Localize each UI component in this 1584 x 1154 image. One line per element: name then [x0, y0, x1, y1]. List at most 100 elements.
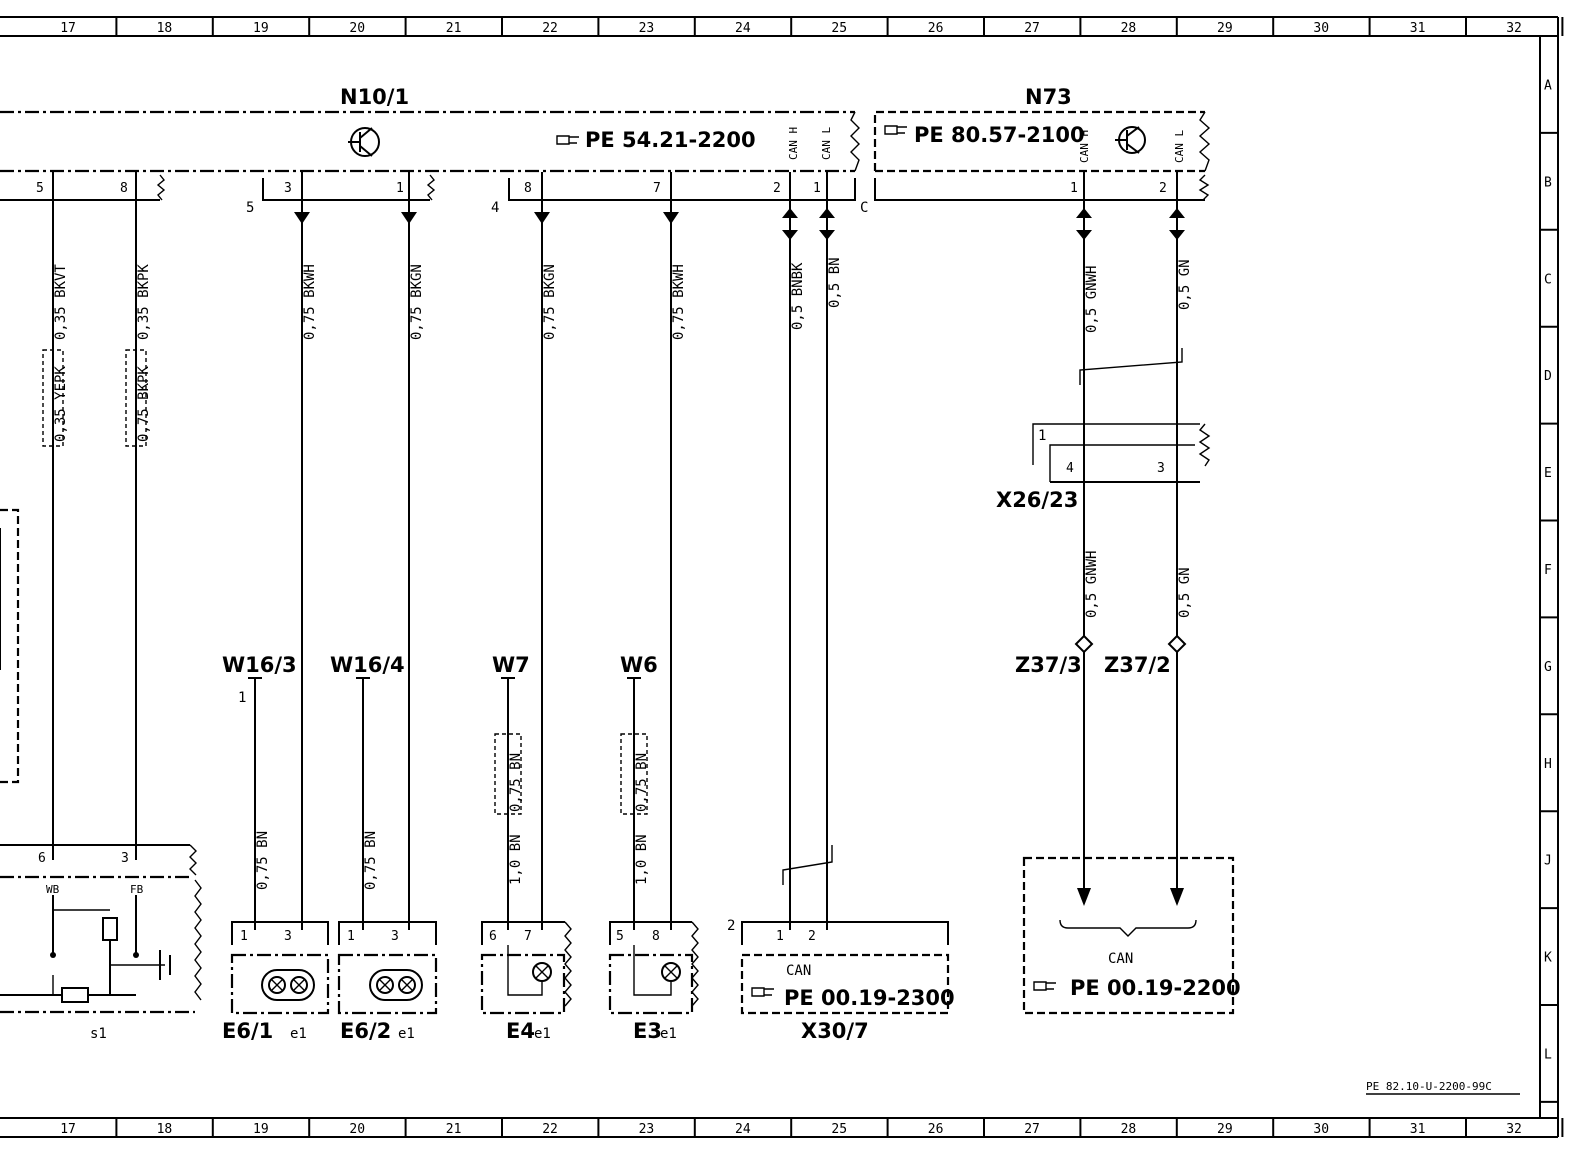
s1-label: s1 [90, 1026, 107, 1042]
wire-label: 0,5 BNBK [790, 262, 806, 330]
document-reference: PE 82.10-U-2200-99C [1366, 1080, 1492, 1093]
row-label: J [1544, 854, 1552, 869]
switch-s1: 6 3 WB FB s1 [0, 844, 202, 1042]
n10-1-ref: PE 54.21-2200 [585, 128, 756, 152]
wire-label: 0,5 GNWH [1084, 266, 1100, 333]
x26-23-label: X26/23 [996, 488, 1078, 512]
component-e4: 6 7 E4 e1 [480, 921, 572, 1043]
column-label: 27 [1024, 21, 1040, 36]
column-label: 28 [1121, 1122, 1137, 1137]
e3-label: E3 [633, 1019, 662, 1043]
e6-2-label: E6/2 [340, 1019, 391, 1043]
n10-1-label: N10/1 [340, 85, 409, 109]
pin: 1 [347, 929, 355, 944]
wire-label: 0,75 BKWH [302, 264, 318, 340]
pin-3: 3 [284, 181, 292, 196]
pin-n73-2: 2 [1159, 181, 1167, 196]
row-label: H [1544, 757, 1552, 772]
pin-7: 7 [653, 181, 661, 196]
column-label: 26 [928, 1122, 944, 1137]
column-label: 19 [253, 21, 269, 36]
n73-can-l: CAN L [1173, 130, 1186, 163]
manual-ref-icon [1033, 981, 1056, 991]
pin-1: 1 [396, 181, 404, 196]
connector-x26-23: 1 4 3 X26/23 [996, 423, 1211, 512]
pin-8b: 8 [524, 181, 532, 196]
n73-label: N73 [1025, 85, 1072, 109]
pin-x26-4: 4 [1066, 461, 1074, 476]
component-e6-1: 1 3 E6/1 e1 [222, 921, 330, 1043]
component-e6-2: 1 3 E6/2 e1 [337, 921, 438, 1043]
transistor-icon [348, 127, 380, 157]
pin: 3 [391, 929, 399, 944]
pin: 7 [524, 929, 532, 944]
pin: 1 [240, 929, 248, 944]
wire-label: 0,5 BN [827, 257, 843, 308]
pin-fb: FB [130, 883, 144, 896]
column-label: 21 [446, 1122, 462, 1137]
row-label: B [1544, 175, 1552, 190]
pin: 2 [808, 929, 816, 944]
wire-label: 0,75 BN [508, 753, 524, 812]
wire-label: 1,0 BN [508, 834, 524, 885]
column-label: 32 [1506, 1122, 1522, 1137]
wires [52, 172, 1183, 930]
column-label: 20 [349, 1122, 365, 1137]
row-label: D [1544, 369, 1552, 384]
pin-wb: WB [46, 883, 60, 896]
wire-labels: 0,35 BKVT 0,35 YEPK 0,35 BKPK 0,75 BKPK … [42, 257, 1193, 890]
column-label: 22 [542, 1122, 558, 1137]
n10-1-can-h: CAN H [787, 127, 800, 160]
can-reference-box: CAN PE 00.19-2200 [1022, 856, 1241, 1015]
column-label: 17 [60, 21, 76, 36]
pin: 1 [776, 929, 784, 944]
x30-7-label: X30/7 [801, 1019, 869, 1043]
w6-label: W6 [620, 653, 658, 677]
module-n10-1: N10/1 PE 54.21-2200 CAN H CAN L 5 4 C 5 … [0, 85, 868, 216]
column-label: 32 [1506, 21, 1522, 36]
column-label: 31 [1410, 1122, 1426, 1137]
manual-ref-icon [556, 135, 579, 145]
wire-label: 0,75 BN [255, 831, 271, 890]
wire-label: 0,5 GN [1177, 259, 1193, 310]
manual-ref-icon [751, 987, 774, 997]
pin: 6 [489, 929, 497, 944]
w16-4-label: W16/4 [330, 653, 405, 677]
row-label: L [1544, 1047, 1552, 1062]
column-label: 22 [542, 21, 558, 36]
column-label: 24 [735, 1122, 751, 1137]
column-label: 23 [639, 21, 655, 36]
module-n73: N73 PE 80.57-2100 CAN H CAN L 1 2 [873, 85, 1211, 201]
column-label: 20 [349, 21, 365, 36]
column-label: 24 [735, 21, 751, 36]
pin-2: 2 [773, 181, 781, 196]
connector-5-label: 5 [246, 200, 254, 216]
wire-label: 0,75 BKGN [542, 264, 558, 340]
wire-label: 0,75 BKGN [409, 264, 425, 340]
column-label: 25 [831, 1122, 847, 1137]
left-module-edge [0, 508, 20, 784]
n73-ref: PE 80.57-2100 [914, 123, 1085, 147]
column-label: 26 [928, 21, 944, 36]
wire-label: 0,5 GNWH [1084, 551, 1100, 618]
component-e3: 5 8 E3 e1 [608, 921, 699, 1043]
wire-label: 0,35 BKVT [53, 264, 69, 340]
wire-label: 0,75 BKPK [136, 366, 152, 442]
e4-label: E4 [506, 1019, 535, 1043]
column-label: 28 [1121, 21, 1137, 36]
e6-2-sub: e1 [398, 1026, 415, 1042]
pin-x26-3: 3 [1157, 461, 1165, 476]
manual-ref-icon [884, 125, 907, 135]
wire-label: 0,5 GN [1177, 567, 1193, 618]
row-label: F [1544, 563, 1552, 578]
wire-label: 0,35 YEPK [53, 366, 69, 442]
pin: 8 [652, 929, 660, 944]
can-box-ref: PE 00.19-2200 [1070, 976, 1241, 1000]
pin: 5 [616, 929, 624, 944]
row-label: G [1544, 660, 1552, 675]
row-label: C [1544, 272, 1552, 287]
column-label: 23 [639, 1122, 655, 1137]
w7-label: W7 [492, 653, 530, 677]
